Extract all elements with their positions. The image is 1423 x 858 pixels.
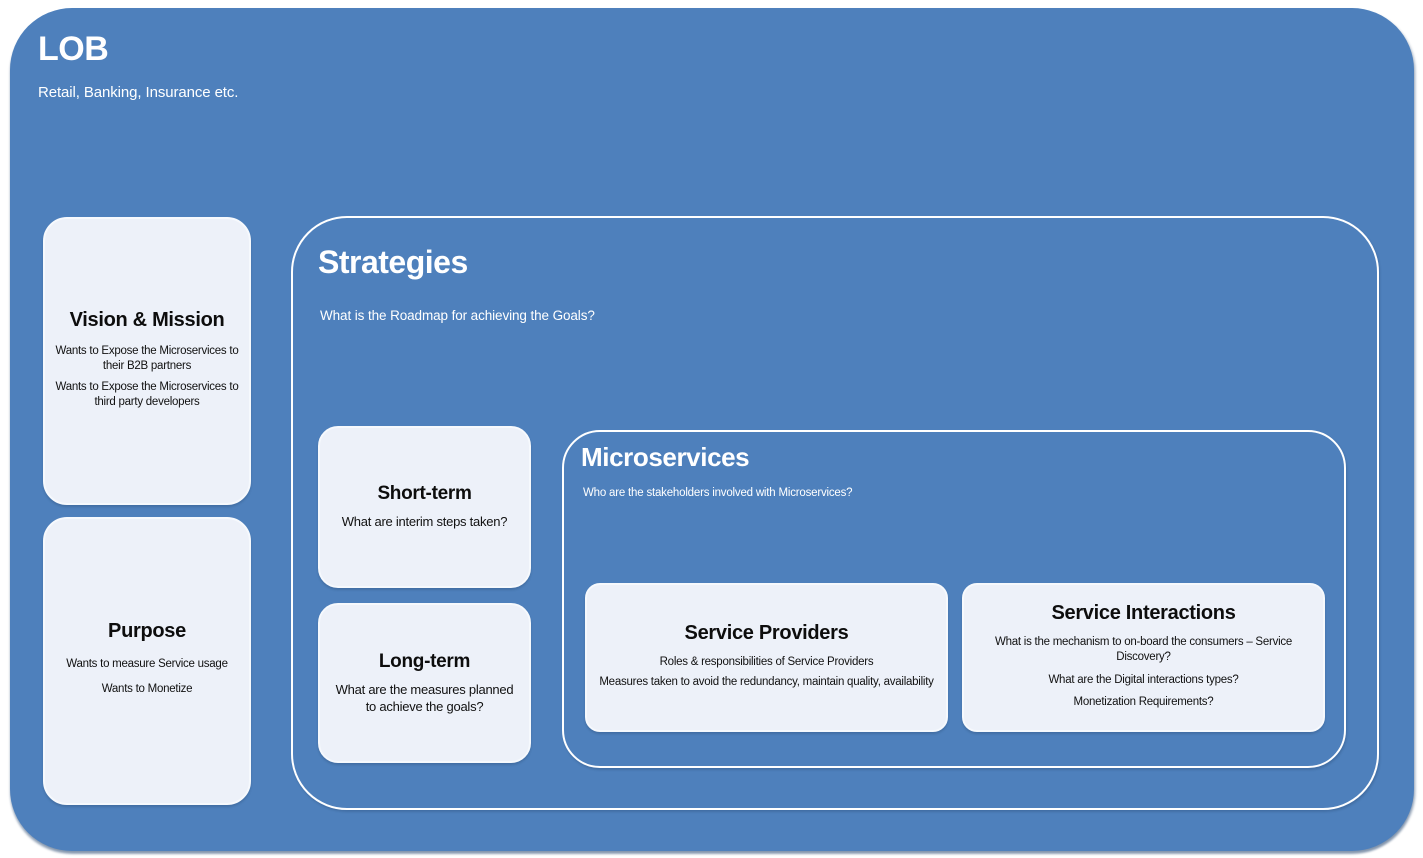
short-term-card: Short-term What are interim steps taken? (318, 426, 531, 588)
long-term-card: Long-term What are the measures planned … (318, 603, 531, 763)
vision-mission-item: Wants to Expose the Microservices to thi… (55, 381, 239, 409)
service-interactions-item: What are the Digital interactions types? (1048, 673, 1239, 686)
strategies-title: Strategies (318, 244, 468, 280)
microservices-title: Microservices (581, 442, 750, 472)
vision-mission-title: Vision & Mission (69, 308, 225, 331)
strategies-container: Strategies What is the Roadmap for achie… (291, 216, 1379, 810)
long-term-item: What are the measures planned to achieve… (335, 681, 514, 714)
purpose-item: Wants to Monetize (101, 683, 193, 695)
lob-container: LOB Retail, Banking, Insurance etc. Visi… (10, 8, 1414, 851)
vision-mission-item: Wants to Expose the Microservices to the… (55, 344, 239, 372)
service-interactions-title: Service Interactions (1051, 601, 1236, 624)
microservices-container: Microservices Who are the stakeholders i… (562, 430, 1346, 768)
purpose-card: Purpose Wants to measure Service usage W… (43, 517, 251, 805)
purpose-title: Purpose (108, 619, 186, 642)
microservices-subtitle: Who are the stakeholders involved with M… (583, 487, 853, 499)
service-interactions-item: What is the mechanism to on-board the co… (994, 636, 1293, 664)
service-providers-title: Service Providers (684, 622, 849, 645)
lob-subtitle: Retail, Banking, Insurance etc. (38, 84, 239, 101)
service-interactions-item: Monetization Requirements? (1073, 695, 1214, 708)
service-providers-item: Roles & responsibilities of Service Prov… (659, 655, 874, 668)
short-term-title: Short-term (377, 483, 472, 505)
service-providers-card: Service Providers Roles & responsibiliti… (585, 583, 948, 732)
service-providers-item: Measures taken to avoid the redundancy, … (599, 676, 934, 688)
long-term-title: Long-term (378, 650, 471, 672)
vision-mission-card: Vision & Mission Wants to Expose the Mic… (43, 217, 251, 505)
lob-title: LOB (38, 30, 109, 68)
purpose-item: Wants to measure Service usage (66, 657, 228, 670)
short-term-item: What are interim steps taken? (341, 514, 508, 530)
service-interactions-card: Service Interactions What is the mechani… (962, 583, 1325, 732)
strategies-subtitle: What is the Roadmap for achieving the Go… (320, 308, 595, 323)
